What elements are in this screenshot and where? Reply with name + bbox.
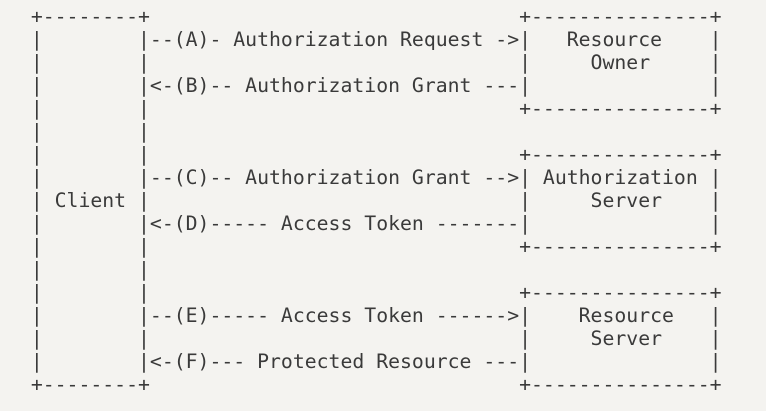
flow-d-access-token-line: | |<-(D)----- Access Token -------| |	[7, 212, 722, 235]
top-borders-line: +--------+ +---------------+	[7, 5, 722, 28]
authorization-server-top-border-line: | | +---------------+	[7, 143, 722, 166]
authorization-server-bottom-border-line: | | +---------------+	[7, 235, 722, 258]
client-label-and-server-label-line: | Client | | Server |	[7, 189, 722, 212]
resource-owner-label-line: | | | Owner |	[7, 51, 722, 74]
flow-e-access-token-line: | |--(E)----- Access Token ------>| Reso…	[7, 304, 722, 327]
client-box-edges-line-2: | |	[7, 258, 150, 281]
flow-c-authorization-grant-line: | |--(C)-- Authorization Grant -->| Auth…	[7, 166, 722, 189]
flow-a-authorization-request-line: | |--(A)- Authorization Request ->| Reso…	[7, 28, 722, 51]
client-box-edges-line-1: | |	[7, 120, 150, 143]
flow-f-protected-resource-line: | |<-(F)--- Protected Resource ---| |	[7, 350, 722, 373]
bottom-borders-line: +--------+ +---------------+	[7, 373, 722, 396]
resource-server-label-line: | | | Server |	[7, 327, 722, 350]
resource-server-top-border-line: | | +---------------+	[7, 281, 722, 304]
protocol-flow-ascii-diagram: +--------+ +---------------+ | |--(A)- A…	[7, 5, 722, 396]
flow-b-authorization-grant-line: | |<-(B)-- Authorization Grant ---| |	[7, 74, 722, 97]
resource-owner-bottom-border-line: | | +---------------+	[7, 97, 722, 120]
